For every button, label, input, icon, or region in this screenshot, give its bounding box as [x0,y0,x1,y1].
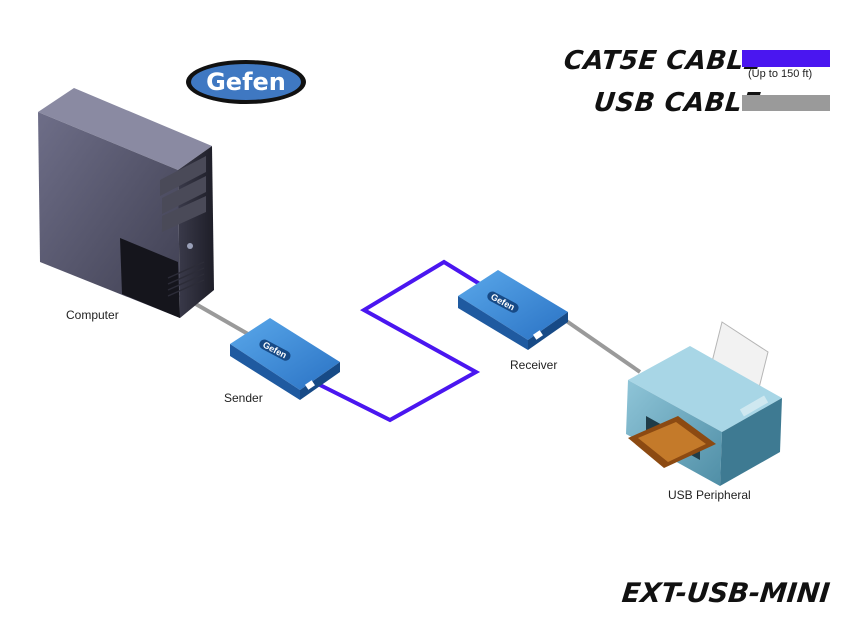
legend-cat5e-note: (Up to 150 ft) [748,68,813,80]
gefen-logo: Gefen [186,60,306,104]
gefen-logo-fill [191,64,301,100]
usb-peripheral-label: USB Peripheral [668,488,751,502]
svg-text:Gefen: Gefen [206,68,286,96]
legend-cat5e-swatch [742,50,830,67]
cat5e-cable [317,259,498,423]
computer-label: Computer [66,308,119,322]
sender-label: Sender [224,391,263,405]
model-name: EXT-USB-MINI [620,578,832,609]
printer-icon [626,321,782,486]
legend-usb-swatch [742,95,830,111]
computer-tower-icon [38,88,214,318]
receiver-label: Receiver [510,358,558,372]
legend-cat5e-label: CAT5E CABLE [562,46,764,76]
legend-usb-label: USB CABLE [592,88,763,118]
usb-cable-receiver-printer [563,318,642,374]
